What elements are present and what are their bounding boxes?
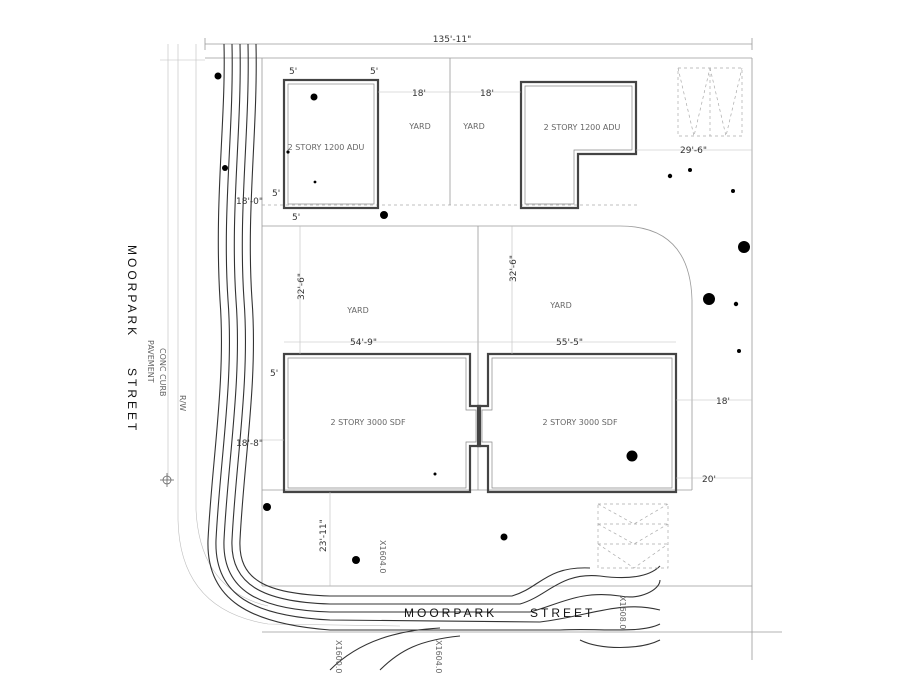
dim-gap-left: 18' [412, 89, 426, 99]
street-south-2: STREET [530, 606, 595, 620]
adu-left-building: 2 STORY 1200 ADU [282, 78, 380, 210]
main-right-label: 2 STORY 3000 SDF [542, 418, 618, 427]
elevation-label-3: X1604.0 [434, 640, 443, 673]
street-south-1: MOORPARK [404, 606, 497, 620]
main-left-label: 2 STORY 3000 SDF [330, 418, 406, 427]
yard-label-1: YARD [408, 122, 430, 131]
dim-adu-right-side: 29'-6" [680, 146, 707, 156]
tree-icon [626, 450, 638, 462]
street-west-2: STREET [125, 368, 139, 433]
street-west-1: MOORPARK [125, 245, 139, 338]
dim-adu-left-top: 5' [289, 67, 297, 77]
tree-icon [433, 472, 437, 476]
utility-pole-icon [160, 473, 174, 487]
tree-icon [286, 150, 290, 154]
tree-icon [313, 180, 317, 184]
dim-adu-right-top: 5' [370, 67, 378, 77]
tree-icon [738, 241, 750, 253]
elevation-label-4: X1600.0 [334, 640, 343, 673]
tree-icon [733, 301, 739, 307]
dim-main-left-width: 54'-9" [350, 338, 377, 348]
adu-left-label: 2 STORY 1200 ADU [288, 143, 365, 152]
pavement-label: PAVEMENT [146, 340, 155, 383]
dim-adu-left-bottom: 5' [272, 189, 280, 199]
dim-adu-left-left: 18'-0" [236, 197, 263, 207]
tree-icon [703, 293, 715, 305]
tree-icon [310, 93, 318, 101]
trees [214, 72, 750, 564]
dim-main-right-side: 18' [716, 397, 730, 407]
parking-stalls-top [677, 67, 743, 137]
conc-curb-label: CONC CURB [158, 348, 167, 396]
elevation-label-1: X1604.0 [378, 540, 387, 573]
parking-stalls-bottom [597, 503, 669, 569]
main-left-building: 2 STORY 3000 SDF [282, 352, 482, 494]
dimension-lines [262, 91, 752, 586]
rw-label: R/W [178, 395, 187, 411]
tree-icon [688, 168, 692, 172]
dim-main-right-bottom: 20' [702, 475, 716, 485]
dim-main-right-width: 55'-5" [556, 338, 583, 348]
tree-icon [380, 211, 388, 219]
tree-icon [500, 533, 508, 541]
property-lines [160, 38, 782, 660]
tree-icon [737, 349, 741, 353]
contour-lines [207, 43, 661, 671]
main-right-building: 2 STORY 3000 SDF [476, 352, 678, 494]
dim-gap-right: 18' [480, 89, 494, 99]
yard-big-right-label: YARD [549, 301, 571, 310]
dim-top-overall: 135'-11" [433, 35, 472, 45]
yard-label-2: YARD [462, 122, 484, 131]
tree-icon [352, 556, 360, 564]
elevation-label-2: X1608.0 [618, 596, 627, 629]
dim-yard-right-depth: 32'-6" [509, 255, 519, 282]
tree-icon [731, 189, 735, 193]
dim-main-left-side: 5' [270, 369, 278, 379]
tree-icon [263, 503, 271, 511]
dim-yard-left-depth: 32'-6" [297, 273, 307, 300]
adu-right-building: 2 STORY 1200 ADU [519, 80, 638, 210]
yard-big-left-label: YARD [346, 306, 368, 315]
dim-front-setback: 23'-11" [319, 519, 329, 552]
tree-icon [214, 72, 222, 80]
dim-main-left-mid: 18'-8" [236, 439, 263, 449]
tree-icon [222, 165, 228, 171]
dim-yard-top-setback: 5' [292, 213, 300, 223]
tree-icon [667, 173, 673, 179]
adu-right-label: 2 STORY 1200 ADU [544, 123, 621, 132]
